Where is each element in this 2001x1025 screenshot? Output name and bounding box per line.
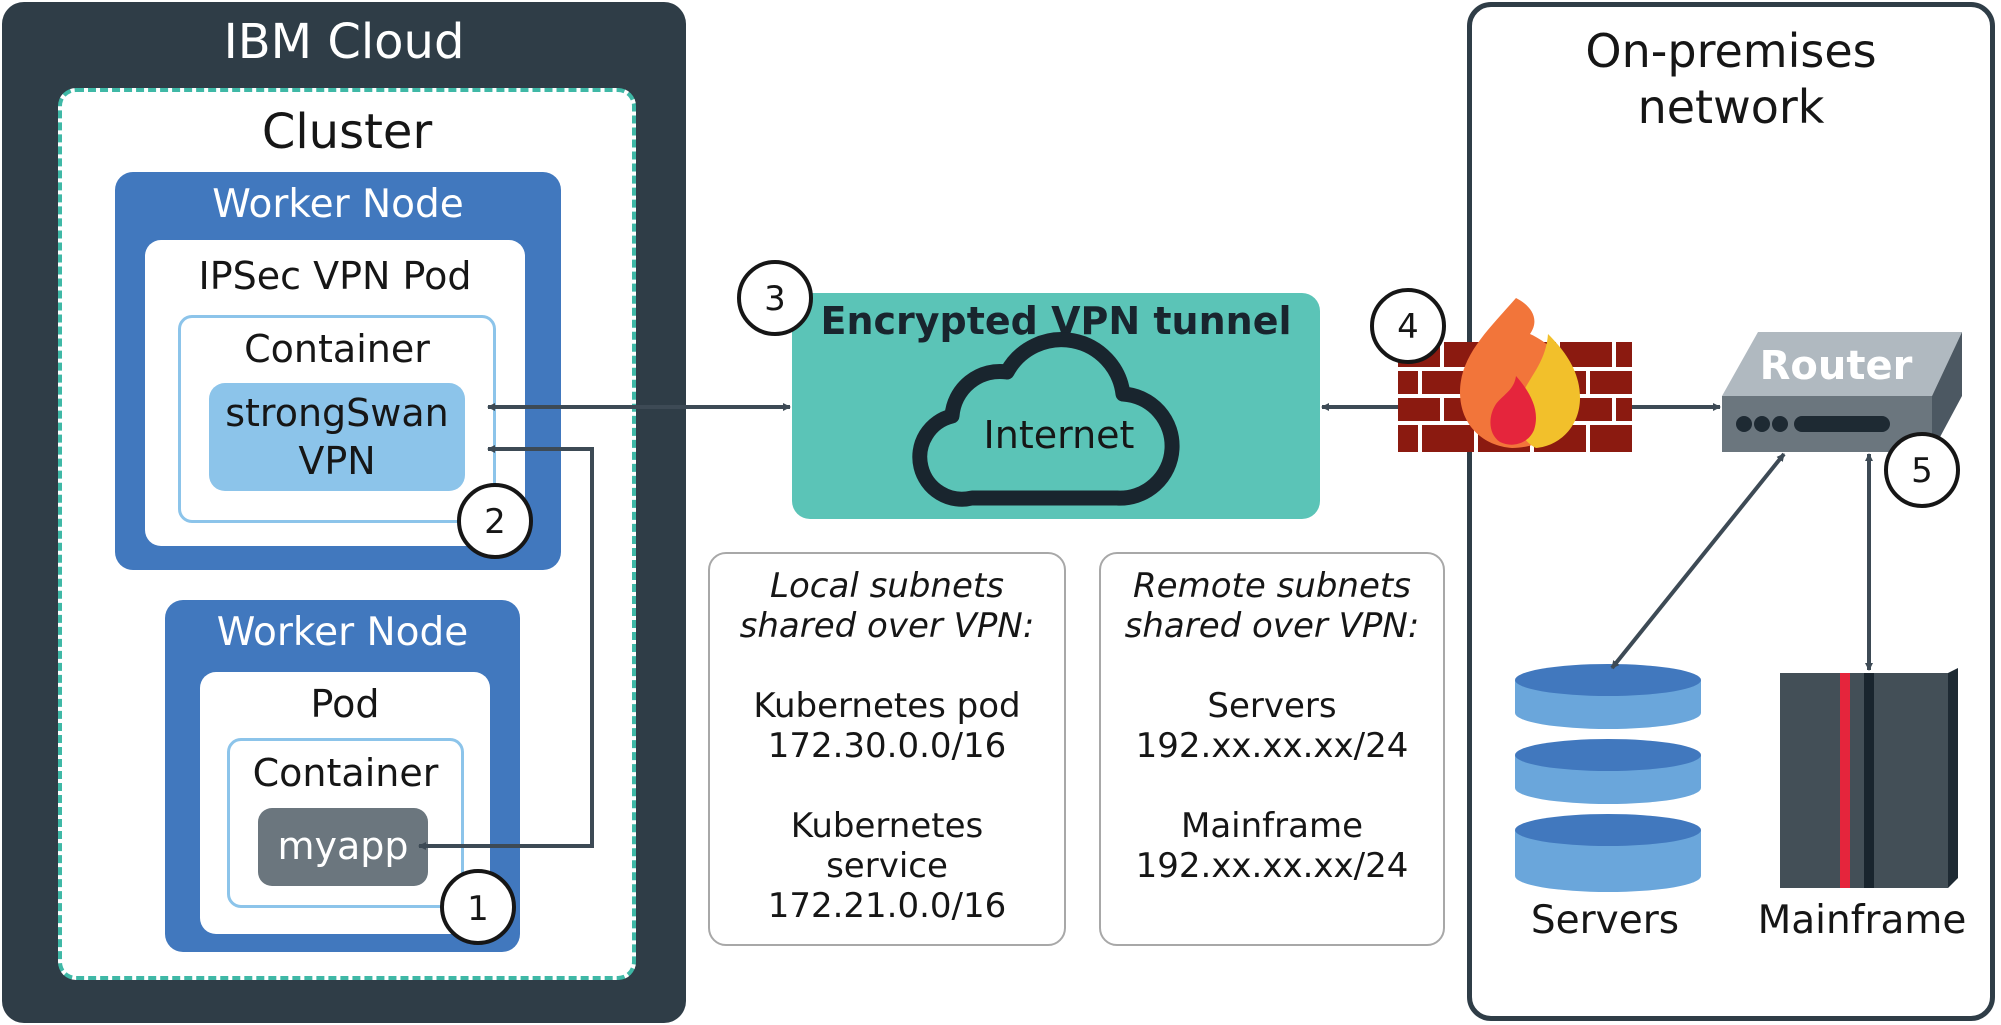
step-1-marker: 1 [440,869,516,945]
step-1-label: 1 [467,889,489,929]
local-subnets-heading: Local subnets shared over VPN: [739,566,1035,646]
mainframe-icon [1780,668,1958,888]
step-4-label: 4 [1397,307,1419,347]
myapp-box: myapp [258,808,428,886]
router-icon [1722,332,1962,452]
remote-subnet-entry: Servers 192.xx.xx.xx/24 [1135,686,1409,766]
step-2-label: 2 [484,502,506,542]
step-3-label: 3 [764,279,786,319]
flame-icon [1460,298,1580,448]
remote-subnet-entry: Mainframe 192.xx.xx.xx/24 [1135,806,1409,886]
database-icon [1515,664,1701,892]
ibm-cloud-title: IBM Cloud [223,14,465,70]
internet-label: Internet [984,413,1135,457]
local-subnet-entry: Kubernetes service 172.21.0.0/16 [767,806,1007,926]
mainframe-label: Mainframe [1757,898,1967,943]
worker-node-title: Worker Node [212,182,464,227]
router-to-servers-arrow [1610,452,1786,670]
cloud-icon [912,332,1180,507]
step-markers: 1 2 3 4 5 [440,260,1960,945]
router-label: Router [1760,343,1913,389]
pod-title: Pod [310,682,380,726]
servers-label: Servers [1530,898,1680,943]
container-title: Container [244,327,430,371]
container-title: Container [252,751,439,795]
remote-subnets-card: Remote subnets shared over VPN: Servers … [1099,552,1445,946]
strongswan-vpn-box: strongSwan VPN [209,383,465,491]
local-subnets-card: Local subnets shared over VPN: Kubernete… [708,552,1066,946]
app-to-vpn-arrow [418,445,594,850]
remote-subnets-heading: Remote subnets shared over VPN: [1124,566,1420,646]
step-5-marker: 5 [1884,432,1960,508]
cluster-title: Cluster [261,104,433,160]
connector-arrows [418,403,1873,850]
pod-title: IPSec VPN Pod [198,254,472,298]
on-premises-title: On-premises network [1585,24,1877,134]
step-2-marker: 2 [457,483,533,559]
local-subnet-entry: Kubernetes pod 172.30.0.0/16 [753,686,1021,766]
step-4-marker: 4 [1370,288,1446,364]
step-5-label: 5 [1911,451,1933,491]
step-3-marker: 3 [737,260,813,336]
